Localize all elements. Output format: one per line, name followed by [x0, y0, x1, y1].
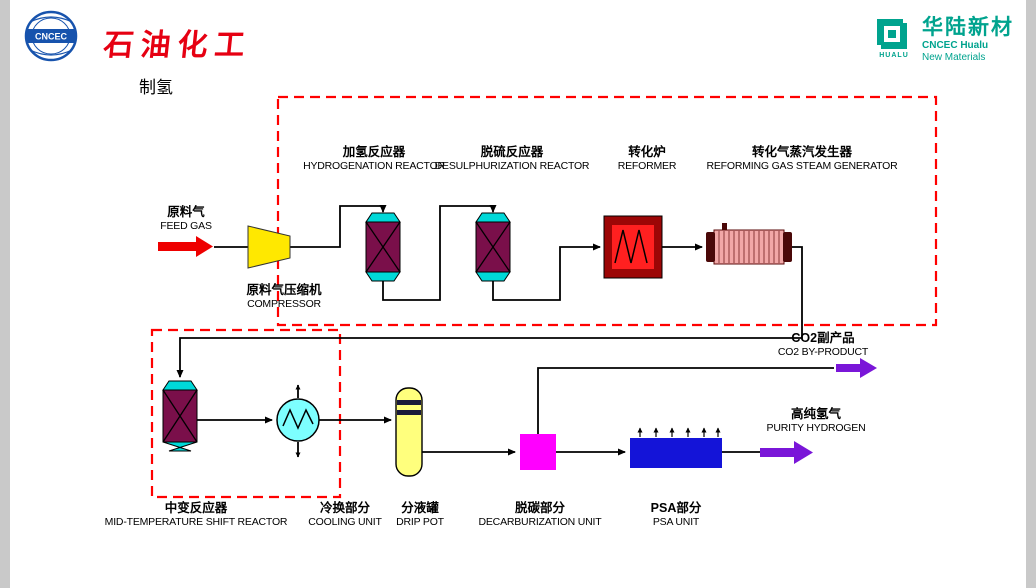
- label-reformer: 转化炉 REFORMER: [597, 145, 697, 173]
- hualu-mark-icon: [877, 19, 907, 49]
- cooling-unit-symbol: [276, 398, 320, 442]
- label-cn: 中变反应器: [164, 501, 228, 515]
- drip-pot-symbol: [395, 387, 423, 477]
- label-cn: 转化气蒸汽发生器: [751, 145, 852, 159]
- purity-hydrogen-arrow: [760, 441, 813, 464]
- label-cn: 分液罐: [401, 501, 439, 515]
- label-desulphurization-reactor: 脱硫反应器 DESULPHURIZATION REACTOR: [407, 145, 617, 173]
- line-steam-generator-to-shift-reactor: [176, 246, 803, 378]
- page-title: 制氢: [139, 78, 173, 97]
- cncec-emblem-icon: CNCEC: [24, 10, 78, 62]
- label-cn: 原料气: [167, 205, 205, 219]
- label-shift-reactor: 中变反应器 MID-TEMPERATURE SHIFT REACTOR: [74, 501, 318, 529]
- label-en: HYDROGENATION REACTOR: [303, 160, 445, 172]
- label-co2-byproduct: CO2副产品 CO2 BY-PRODUCT: [744, 331, 902, 359]
- cncec-logo-text: CNCEC: [35, 32, 68, 42]
- label-cn: CO2副产品: [791, 331, 855, 345]
- hydrogenation-reactor-symbol: [365, 212, 401, 282]
- label-cn: 冷换部分: [319, 501, 370, 515]
- decarburization-unit-symbol: [520, 434, 556, 470]
- left-gray-bar: [0, 0, 10, 588]
- hualu-logo: HUALU 华陆新材 CNCEC Hualu New Materials: [874, 16, 1014, 64]
- compressor-symbol: [247, 225, 291, 269]
- label-cn: 脱碳部分: [514, 501, 565, 515]
- cooling-zigzag-icon: [282, 408, 314, 430]
- label-en: DECARBURIZATION UNIT: [478, 516, 602, 528]
- hualu-mark-text: HUALU: [879, 52, 909, 59]
- line-co2-offgas: [537, 367, 834, 434]
- steam-generator-symbol: [706, 223, 792, 265]
- label-purity-hydrogen: 高纯氢气 PURITY HYDROGEN: [737, 407, 895, 435]
- label-hydrogenation-reactor: 加氢反应器 HYDROGENATION REACTOR: [282, 145, 466, 173]
- line-compressor-to-hydrogenation: [290, 205, 387, 248]
- hualu-name-line1: CNCEC Hualu: [922, 40, 989, 51]
- label-cn: 原料气压缩机: [246, 283, 322, 297]
- label-cn: 加氢反应器: [342, 145, 406, 159]
- psa-unit-symbol: [630, 427, 722, 468]
- label-cn: 高纯氢气: [790, 407, 841, 421]
- label-en: REFORMING GAS STEAM GENERATOR: [706, 160, 898, 172]
- label-en: COMPRESSOR: [247, 298, 321, 310]
- label-compressor: 原料气压缩机 COMPRESSOR: [210, 283, 358, 311]
- dashed-highlight-box-top: [276, 95, 938, 327]
- label-feed-gas: 原料气 FEED GAS: [126, 205, 246, 233]
- label-decarburization-unit: 脱碳部分 DECARBURIZATION UNIT: [448, 501, 632, 529]
- label-steam-generator: 转化气蒸汽发生器 REFORMING GAS STEAM GENERATOR: [678, 145, 926, 173]
- label-en: COOLING UNIT: [308, 516, 382, 528]
- label-cn: 转化炉: [628, 145, 666, 159]
- label-en: CO2 BY-PRODUCT: [777, 346, 869, 358]
- dashed-highlight-box-bottom: [150, 328, 342, 499]
- label-en: PSA UNIT: [652, 516, 700, 528]
- label-cooling-unit: 冷换部分 COOLING UNIT: [287, 501, 403, 529]
- label-cn: PSA部分: [650, 501, 702, 515]
- line-desulphurization-to-reformer: [492, 243, 601, 301]
- line-hydrogenation-to-desulphurization: [382, 205, 497, 301]
- feed-gas-arrow: [158, 236, 213, 257]
- hualu-name-line2: New Materials: [922, 52, 986, 63]
- desulphurization-reactor-symbol: [475, 212, 511, 282]
- label-en: MID-TEMPERATURE SHIFT REACTOR: [104, 516, 288, 528]
- right-gray-bar: [1026, 0, 1036, 588]
- reformer-symbol: [603, 215, 663, 279]
- reformer-coil-icon: [614, 229, 648, 264]
- co2-byproduct-arrow: [836, 358, 877, 378]
- hualu-name-cn: 华陆新材: [922, 16, 1014, 39]
- label-en: PURITY HYDROGEN: [766, 422, 866, 434]
- label-cn: 脱硫反应器: [480, 145, 544, 159]
- label-en: DRIP POT: [396, 516, 444, 528]
- process-lines: [176, 205, 834, 458]
- shift-reactor-symbol: [162, 380, 198, 452]
- label-en: DESULPHURIZATION REACTOR: [434, 160, 590, 172]
- label-en: FEED GAS: [160, 220, 212, 232]
- cncec-logo: CNCEC: [24, 10, 78, 62]
- label-psa-unit: PSA部分 PSA UNIT: [618, 501, 734, 529]
- label-drip-pot: 分液罐 DRIP POT: [372, 501, 468, 529]
- hualu-mark: HUALU: [874, 16, 914, 59]
- label-en: REFORMER: [617, 160, 677, 172]
